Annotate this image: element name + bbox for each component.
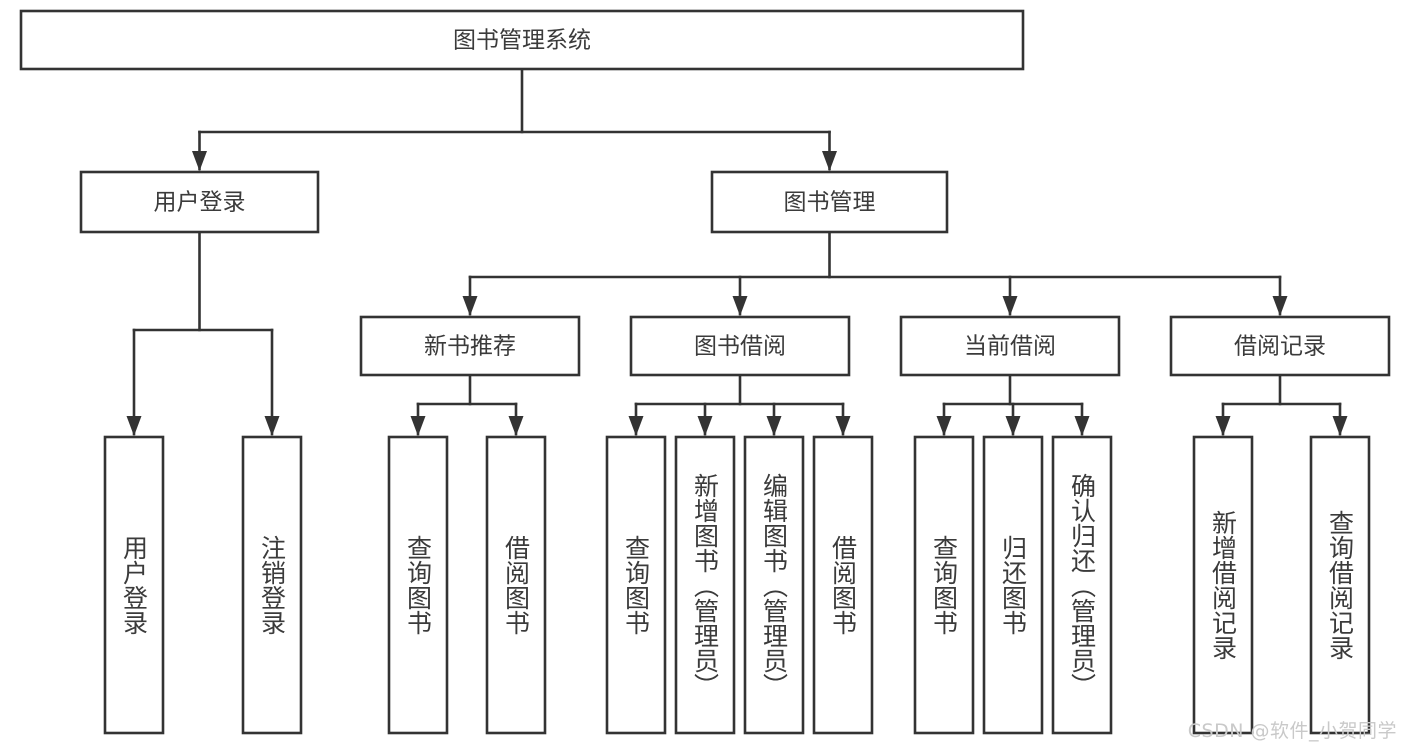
leaf-node[interactable]: 查询图书 [387,435,449,735]
arrow-head-icon [508,416,524,436]
leaf-node-label: 新增图书（管理员） [690,472,720,698]
level2-node[interactable]: 图书管理 [710,170,949,234]
leaf-node-outline [485,435,547,735]
leaf-node-outline [605,435,667,735]
leaf-node-label-container: 新增借阅记录 [1208,510,1238,660]
leaf-node[interactable]: 查询图书 [913,435,975,735]
arrow-head-icon [936,416,952,436]
level3-node[interactable]: 新书推荐 [359,315,581,377]
arrow-head-icon [1332,416,1348,436]
level3-node[interactable]: 图书借阅 [629,315,851,377]
leaf-node-outline [982,435,1044,735]
node-layer: 图书管理系统用户登录图书管理新书推荐图书借阅当前借阅借阅记录用户登录注销登录查询… [19,9,1391,735]
leaf-node-label: 用户登录 [119,535,149,635]
leaf-node-label-container: 查询图书 [929,535,959,635]
leaf-node[interactable]: 借阅图书 [485,435,547,735]
arrow-head-icon [766,416,782,436]
leaf-node-label-container: 确认归还（管理员） [1067,472,1097,698]
root-node-label: 图书管理系统 [453,28,591,54]
arrow-head-icon [410,416,426,436]
level3-node-label: 当前借阅 [964,334,1056,360]
leaf-node[interactable]: 查询借阅记录 [1309,435,1371,735]
leaf-node-outline [241,435,303,735]
leaf-node-label-container: 查询图书 [403,535,433,635]
arrow-head-icon [192,151,207,171]
leaf-node-label: 查询图书 [621,535,651,635]
arrow-head-icon [628,416,644,436]
leaf-node-label: 编辑图书（管理员） [759,472,789,698]
level3-node[interactable]: 当前借阅 [899,315,1121,377]
leaf-node[interactable]: 归还图书 [982,435,1044,735]
leaf-node-label: 查询图书 [929,535,959,635]
leaf-node-label: 新增借阅记录 [1208,510,1238,660]
level3-node-outline [359,315,581,377]
leaf-node-label: 借阅图书 [828,535,858,635]
level2-node-outline [79,170,320,234]
arrow-head-icon [1215,416,1231,436]
leaf-node-outline [1192,435,1254,735]
leaf-node-label: 借阅图书 [501,535,531,635]
leaf-node[interactable]: 查询图书 [605,435,667,735]
leaf-node[interactable]: 确认归还（管理员） [1051,435,1113,735]
leaf-node-label: 归还图书 [998,535,1028,635]
leaf-node-label-container: 归还图书 [998,535,1028,635]
arrow-head-icon [822,151,837,171]
leaf-node-outline [674,435,736,735]
leaf-node-label-container: 借阅图书 [828,535,858,635]
arrow-head-icon [835,416,851,436]
leaf-node-outline [913,435,975,735]
arrow-head-icon [1002,296,1018,316]
leaf-node-outline [103,435,165,735]
leaf-node-outline [387,435,449,735]
leaf-node-label-container: 编辑图书（管理员） [759,472,789,698]
leaf-node-label: 查询借阅记录 [1325,510,1355,660]
leaf-node[interactable]: 借阅图书 [812,435,874,735]
arrow-head-icon [1005,416,1021,436]
leaf-node-label-container: 新增图书（管理员） [690,472,720,698]
leaf-node-label: 查询图书 [403,535,433,635]
leaf-node-outline [743,435,805,735]
leaf-node-label-container: 用户登录 [119,535,149,635]
leaf-node-outline [1309,435,1371,735]
arrow-head-icon [264,416,280,436]
level3-node-outline [899,315,1121,377]
level3-node-label: 新书推荐 [424,334,516,360]
leaf-node[interactable]: 用户登录 [103,435,165,735]
leaf-node-outline [1051,435,1113,735]
root-node[interactable]: 图书管理系统 [19,9,1025,71]
leaf-node-label: 注销登录 [257,535,287,635]
level2-node-label: 图书管理 [784,190,876,216]
level3-node[interactable]: 借阅记录 [1169,315,1391,377]
leaf-node-label-container: 借阅图书 [501,535,531,635]
arrow-head-icon [732,296,748,316]
root-node-outline [19,9,1025,71]
leaf-node-label: 确认归还（管理员） [1067,472,1097,698]
arrow-head-icon [1272,296,1288,316]
level3-node-label: 图书借阅 [694,334,786,360]
level3-node-outline [629,315,851,377]
connector-layer [126,67,1348,436]
leaf-node[interactable]: 新增图书（管理员） [674,435,736,735]
level3-node-outline [1169,315,1391,377]
leaf-node-label-container: 查询借阅记录 [1325,510,1355,660]
leaf-node[interactable]: 编辑图书（管理员） [743,435,805,735]
level2-node-outline [710,170,949,234]
leaf-node-label-container: 查询图书 [621,535,651,635]
level2-node-label: 用户登录 [154,190,246,216]
leaf-node-outline [812,435,874,735]
leaf-node[interactable]: 注销登录 [241,435,303,735]
arrow-head-icon [126,416,142,436]
leaf-node-label-container: 注销登录 [257,535,287,635]
watermark-text: CSDN @软件_小贺同学 [1187,720,1397,742]
level2-node[interactable]: 用户登录 [79,170,320,234]
leaf-node[interactable]: 新增借阅记录 [1192,435,1254,735]
level3-node-label: 借阅记录 [1234,334,1326,360]
arrow-head-icon [462,296,478,316]
arrow-head-icon [697,416,713,436]
arrow-head-icon [1074,416,1090,436]
